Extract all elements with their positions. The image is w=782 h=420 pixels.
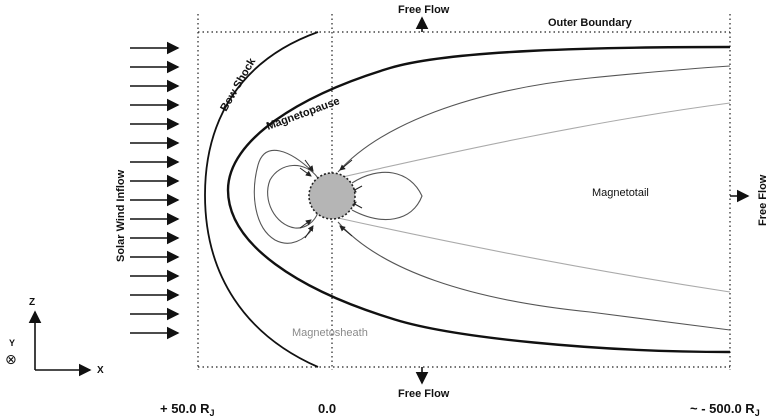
magnetopause-curve (226, 45, 731, 354)
bow-shock-curve (204, 31, 319, 368)
field-arrow (304, 159, 314, 172)
tick-left-label: + 50.0 RJ (160, 401, 215, 418)
outer-boundary-label: Outer Boundary (548, 17, 633, 29)
field-arrow (339, 159, 353, 171)
z-axis-label: Z (29, 297, 35, 308)
coordinate-axes (28, 310, 92, 377)
free-flow-bottom-label: Free Flow (398, 388, 450, 400)
magnetosheath-label: Magnetosheath (292, 327, 368, 339)
y-axis-label: Y (9, 338, 15, 348)
field-lines (253, 65, 731, 331)
magnetopause-label: Magnetopause (265, 95, 341, 133)
solar-wind-arrows (130, 41, 180, 340)
tail-line-light-upper (337, 102, 731, 179)
free-flow-right-label: Free Flow (757, 174, 769, 226)
bow-shock-label: Bow Shock (218, 55, 258, 113)
tick-center-label: 0.0 (318, 401, 336, 416)
tick-right-label: ~ - 500.0 RJ (690, 401, 760, 418)
tail-line-upper (337, 65, 731, 173)
x-axis-label: X (97, 365, 104, 376)
field-arrow (299, 167, 312, 177)
tail-line-light-lower (337, 217, 731, 293)
field-lines-light (337, 102, 731, 293)
domain-boundary (197, 14, 731, 370)
free-flow-arrows (415, 16, 750, 385)
solar-wind-inflow-label: Solar Wind Inflow (115, 169, 127, 262)
field-arrow (339, 225, 353, 237)
y-axis-into-page-icon: ⊗ (5, 351, 17, 367)
planet (308, 172, 356, 220)
free-flow-top-label: Free Flow (398, 4, 450, 16)
field-arrow (304, 225, 314, 239)
nightside-loop (351, 171, 423, 221)
magnetotail-label: Magnetotail (592, 187, 649, 199)
tail-line-lower (337, 221, 731, 331)
dayside-loop-outer (253, 149, 314, 244)
field-arrow (299, 219, 312, 229)
